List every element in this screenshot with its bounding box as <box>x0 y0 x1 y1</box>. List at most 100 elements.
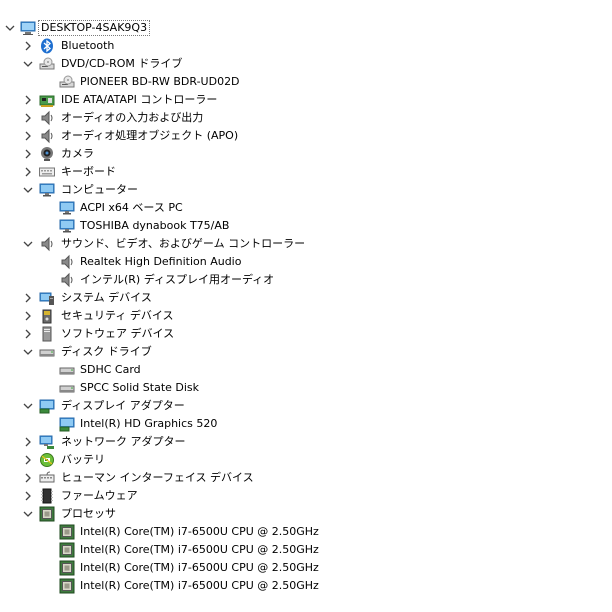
tree-node-label: TOSHIBA dynabook T75/AB <box>80 219 230 232</box>
chevron-down-icon[interactable] <box>4 22 16 34</box>
bluetooth-icon <box>39 38 55 54</box>
tree-node-label: バッテリ <box>61 453 105 466</box>
tree-node-battery[interactable]: バッテリ <box>0 451 612 469</box>
tree-node-realtek[interactable]: Realtek High Definition Audio <box>0 253 612 271</box>
tree-root-node[interactable]: DESKTOP-4SAK9Q3 <box>0 19 612 37</box>
speaker-icon <box>39 236 55 252</box>
ide-controller-icon <box>39 92 55 108</box>
tree-node-software[interactable]: ソフトウェア デバイス <box>0 325 612 343</box>
tree-node-label: Intel(R) Core(TM) i7-6500U CPU @ 2.50GHz <box>80 543 319 556</box>
tree-node-processor[interactable]: プロセッサ <box>0 505 612 523</box>
tree-node-label: PIONEER BD-RW BDR-UD02D <box>80 75 240 88</box>
tree-node-label: ディスプレイ アダプター <box>61 399 185 412</box>
tree-node-label: Intel(R) Core(TM) i7-6500U CPU @ 2.50GHz <box>80 561 319 574</box>
tree-node-cpu3[interactable]: Intel(R) Core(TM) i7-6500U CPU @ 2.50GHz <box>0 559 612 577</box>
tree-node-acpi[interactable]: ACPI x64 ベース PC <box>0 199 612 217</box>
tree-node-label: ヒューマン インターフェイス デバイス <box>61 471 254 484</box>
speaker-icon <box>59 254 75 270</box>
tree-node-label: SDHC Card <box>80 363 141 376</box>
chevron-down-icon[interactable] <box>22 508 34 520</box>
tree-node-label: ACPI x64 ベース PC <box>80 201 183 214</box>
tree-node-cpu4[interactable]: Intel(R) Core(TM) i7-6500U CPU @ 2.50GHz <box>0 577 612 595</box>
chevron-right-icon[interactable] <box>22 472 34 484</box>
tree-node-label: サウンド、ビデオ、およびゲーム コントローラー <box>61 237 306 250</box>
tree-node-label: カメラ <box>61 147 94 160</box>
tree-node-hid[interactable]: ヒューマン インターフェイス デバイス <box>0 469 612 487</box>
tree-node-label: SPCC Solid State Disk <box>80 381 200 394</box>
tree-node-computer[interactable]: コンピューター <box>0 181 612 199</box>
chevron-right-icon[interactable] <box>22 310 34 322</box>
tree-node-sdhc[interactable]: SDHC Card <box>0 361 612 379</box>
chevron-right-icon[interactable] <box>22 130 34 142</box>
chevron-down-icon[interactable] <box>22 238 34 250</box>
tree-node-system[interactable]: システム デバイス <box>0 289 612 307</box>
tree-node-bluetooth[interactable]: Bluetooth <box>0 37 612 55</box>
tree-node-cpu1[interactable]: Intel(R) Core(TM) i7-6500U CPU @ 2.50GHz <box>0 523 612 541</box>
chevron-right-icon[interactable] <box>22 148 34 160</box>
software-device-icon <box>39 326 55 342</box>
chevron-down-icon[interactable] <box>22 184 34 196</box>
keyboard-icon <box>39 164 55 180</box>
speaker-icon <box>39 128 55 144</box>
chevron-right-icon[interactable] <box>22 454 34 466</box>
tree-node-label: Intel(R) HD Graphics 520 <box>80 417 218 430</box>
tree-node-toshiba[interactable]: TOSHIBA dynabook T75/AB <box>0 217 612 235</box>
dvd-drive-icon <box>39 56 55 72</box>
tree-node-label: セキュリティ デバイス <box>61 309 174 322</box>
tree-node-apo[interactable]: オーディオ処理オブジェクト (APO) <box>0 127 612 145</box>
tree-node-label: DVD/CD-ROM ドライブ <box>61 57 183 70</box>
tree-node-label: オーディオの入力および出力 <box>61 111 204 124</box>
chevron-right-icon[interactable] <box>22 40 34 52</box>
tree-node-cpu2[interactable]: Intel(R) Core(TM) i7-6500U CPU @ 2.50GHz <box>0 541 612 559</box>
tree-node-label: Intel(R) Core(TM) i7-6500U CPU @ 2.50GHz <box>80 579 319 592</box>
speaker-icon <box>59 272 75 288</box>
chevron-right-icon[interactable] <box>22 490 34 502</box>
tree-node-label: Bluetooth <box>61 39 115 52</box>
monitor-icon <box>59 200 75 216</box>
dvd-drive-icon <box>59 74 75 90</box>
chevron-right-icon[interactable] <box>22 436 34 448</box>
tree-node-audio-io[interactable]: オーディオの入力および出力 <box>0 109 612 127</box>
tree-node-label: キーボード <box>61 165 116 178</box>
disk-drive-icon <box>59 380 75 396</box>
tree-node-intel-audio[interactable]: インテル(R) ディスプレイ用オーディオ <box>0 271 612 289</box>
chevron-right-icon[interactable] <box>22 328 34 340</box>
tree-node-ide[interactable]: IDE ATA/ATAPI コントローラー <box>0 91 612 109</box>
security-device-icon <box>39 308 55 324</box>
network-adapter-icon <box>39 434 55 450</box>
chevron-down-icon[interactable] <box>22 400 34 412</box>
tree-node-label: ソフトウェア デバイス <box>61 327 175 340</box>
tree-node-disk[interactable]: ディスク ドライブ <box>0 343 612 361</box>
processor-icon <box>59 524 75 540</box>
disk-drive-icon <box>59 362 75 378</box>
tree-node-dvd[interactable]: DVD/CD-ROM ドライブ <box>0 55 612 73</box>
monitor-icon <box>39 182 55 198</box>
tree-node-camera[interactable]: カメラ <box>0 145 612 163</box>
chevron-right-icon[interactable] <box>22 292 34 304</box>
root-label: DESKTOP-4SAK9Q3 <box>38 20 151 36</box>
tree-node-label: ファームウェア <box>61 489 138 502</box>
tree-node-display[interactable]: ディスプレイ アダプター <box>0 397 612 415</box>
tree-node-sound[interactable]: サウンド、ビデオ、およびゲーム コントローラー <box>0 235 612 253</box>
tree-node-label: ディスク ドライブ <box>61 345 152 358</box>
chevron-down-icon[interactable] <box>22 346 34 358</box>
display-adapter-icon <box>39 398 55 414</box>
system-device-icon <box>39 290 55 306</box>
tree-node-security[interactable]: セキュリティ デバイス <box>0 307 612 325</box>
tree-node-label: Intel(R) Core(TM) i7-6500U CPU @ 2.50GHz <box>80 525 319 538</box>
display-adapter-icon <box>59 416 75 432</box>
tree-node-hd520[interactable]: Intel(R) HD Graphics 520 <box>0 415 612 433</box>
chevron-right-icon[interactable] <box>22 94 34 106</box>
processor-icon <box>39 506 55 522</box>
tree-node-label: ネットワーク アダプター <box>61 435 186 448</box>
camera-icon <box>39 146 55 162</box>
tree-node-pioneer[interactable]: PIONEER BD-RW BDR-UD02D <box>0 73 612 91</box>
firmware-icon <box>39 488 55 504</box>
chevron-down-icon[interactable] <box>22 58 34 70</box>
tree-node-firmware[interactable]: ファームウェア <box>0 487 612 505</box>
tree-node-spcc[interactable]: SPCC Solid State Disk <box>0 379 612 397</box>
tree-node-network[interactable]: ネットワーク アダプター <box>0 433 612 451</box>
chevron-right-icon[interactable] <box>22 166 34 178</box>
chevron-right-icon[interactable] <box>22 112 34 124</box>
tree-node-keyboard[interactable]: キーボード <box>0 163 612 181</box>
